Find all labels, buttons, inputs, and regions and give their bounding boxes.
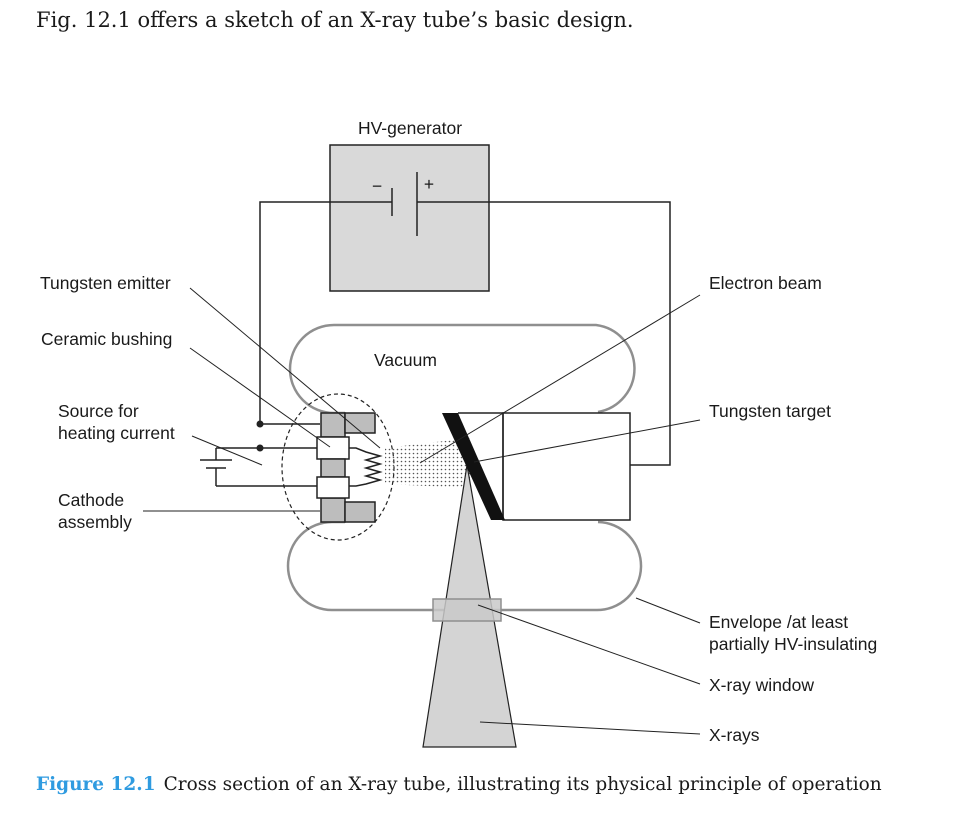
label-heating-line1: Source for (58, 401, 139, 421)
cathode-assembly (316, 412, 376, 523)
tungsten-emitter-coil (349, 447, 383, 487)
label-plus: + (424, 174, 434, 194)
label-vacuum: Vacuum (374, 350, 437, 370)
intro-text: Fig. 12.1 offers a sketch of an X-ray tu… (36, 8, 634, 32)
heating-source-battery (200, 459, 232, 469)
figure-caption: Figure 12.1 Cross section of an X-ray tub… (36, 774, 882, 795)
wire-positive (417, 201, 671, 466)
label-hv-generator: HV-generator (358, 118, 462, 138)
leader-lines (143, 287, 701, 735)
cathode-top-block (320, 412, 346, 438)
leader-xray-window (477, 604, 701, 685)
leader-heating-current (191, 435, 263, 466)
label-xray-window: X-ray window (709, 675, 814, 695)
label-envelope-line1: Envelope /at least (709, 612, 848, 632)
label-cathode-line2: assembly (58, 512, 132, 532)
envelope (286, 323, 643, 612)
xray-window (432, 598, 502, 622)
figure-caption-text: Cross section of an X-ray tube, illustra… (163, 774, 882, 795)
cathode-bottom-block (320, 497, 346, 523)
ceramic-bushing-top (316, 436, 350, 460)
label-ceramic-bushing: Ceramic bushing (41, 329, 172, 349)
cathode-top-cap (344, 412, 376, 434)
label-cathode-line1: Cathode (58, 490, 124, 510)
leader-envelope (635, 597, 701, 624)
wire-junction-dot (256, 420, 264, 428)
cathode-bottom-cap (344, 501, 376, 523)
label-heating-line2: heating current (58, 423, 175, 443)
leader-xrays (479, 721, 701, 735)
ceramic-bushing-mid (320, 458, 346, 478)
wire-junction-dot (256, 444, 264, 452)
leader-ceramic-bushing (189, 347, 331, 448)
leader-electron-beam (419, 294, 701, 464)
tungsten-target (442, 413, 505, 520)
label-envelope-line2: partially HV-insulating (709, 634, 877, 654)
hv-generator (329, 144, 490, 292)
electron-beam (385, 438, 470, 488)
anode-body (502, 412, 631, 521)
label-tungsten-target: Tungsten target (709, 401, 831, 421)
label-minus: − (372, 176, 382, 196)
label-xrays: X-rays (709, 725, 760, 745)
wire-negative (259, 201, 392, 424)
figure-caption-label: Figure 12.1 (36, 774, 156, 795)
leader-tungsten-target (473, 419, 701, 463)
label-tungsten-emitter: Tungsten emitter (40, 273, 171, 293)
circuit-wiring (215, 201, 671, 487)
envelope-lower-lobe (286, 520, 643, 612)
ceramic-bushing-bottom (316, 476, 350, 499)
label-electron-beam: Electron beam (709, 273, 822, 293)
xray-tube-diagram: HV-generator − + Vacuum Tungsten emitter… (40, 118, 877, 748)
leader-tungsten-emitter (189, 287, 381, 449)
hv-generator-box (329, 144, 490, 292)
envelope-upper-lobe (288, 323, 636, 415)
